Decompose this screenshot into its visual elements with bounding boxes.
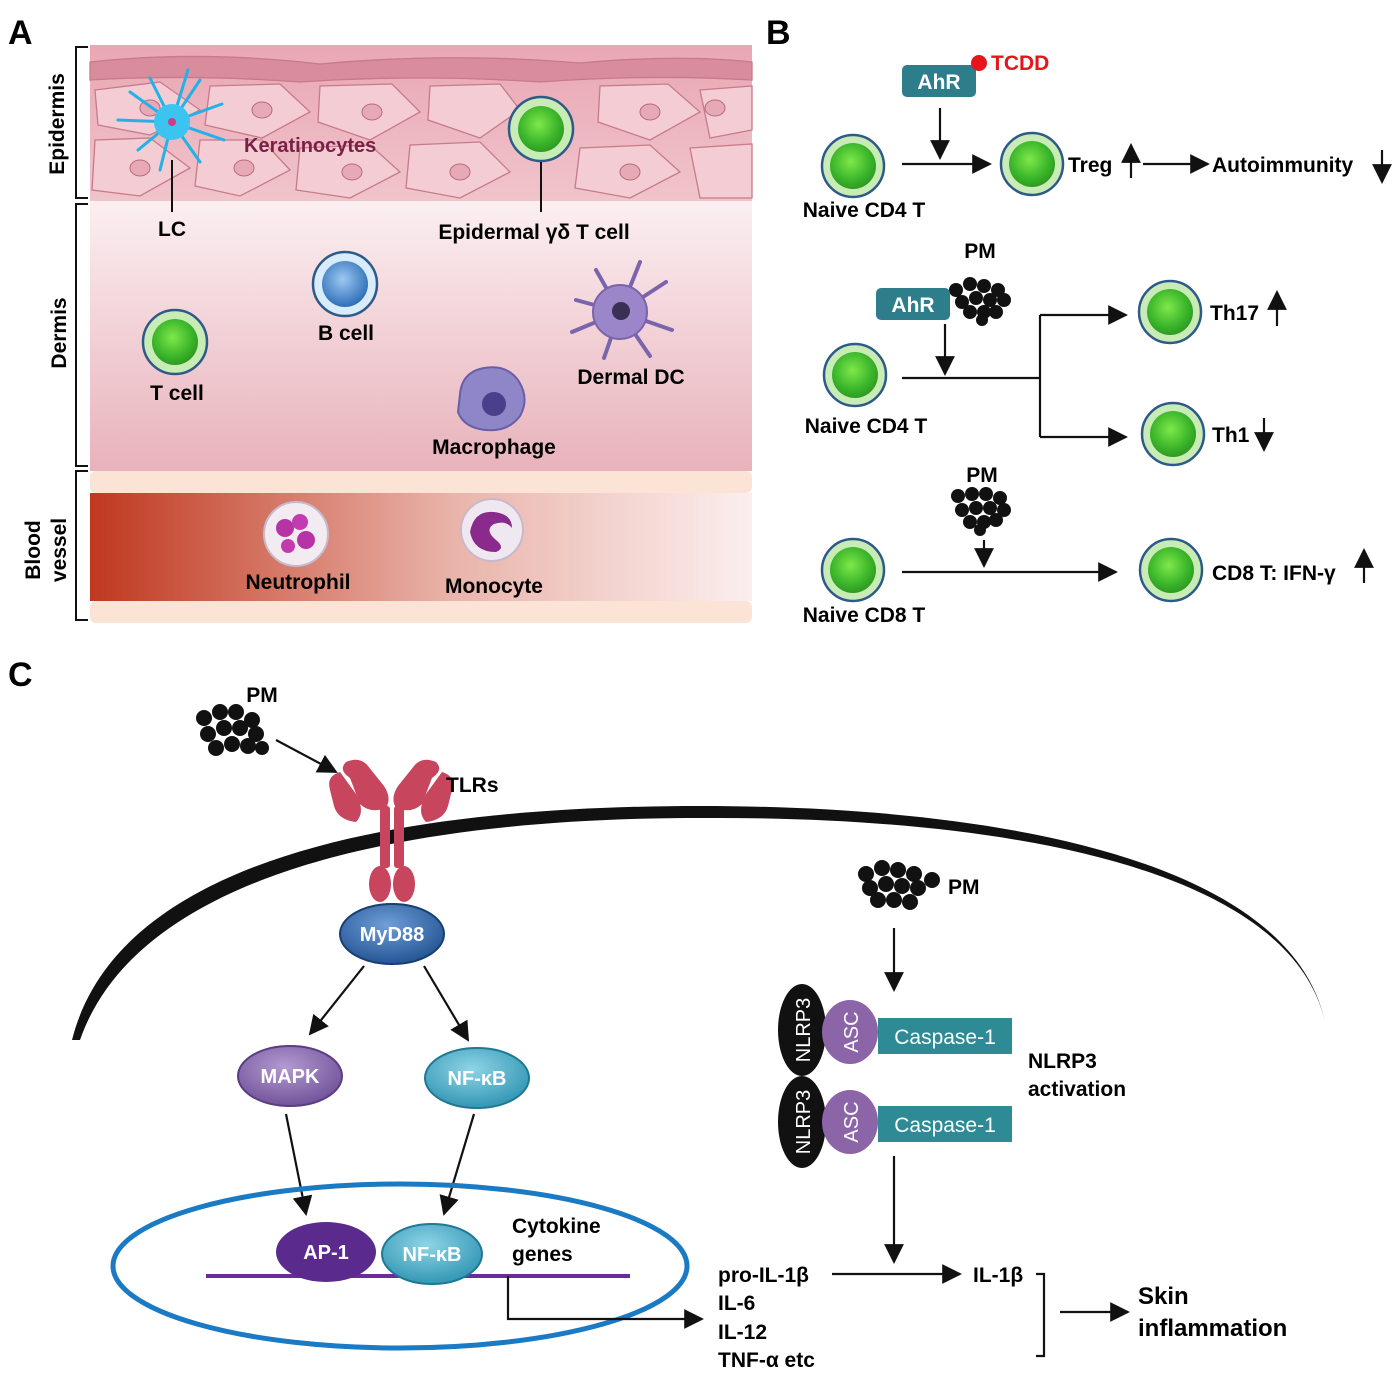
ahr-box-row1 [902,65,976,97]
asc-node-1 [822,1000,878,1064]
label-tnfa: TNF-α etc [718,1349,815,1372]
naive-cd8-cell [820,537,886,603]
label-pm-nlrp3: PM [948,876,980,899]
monocyte-icon [460,498,524,562]
panel-letter-a: A [8,14,33,52]
cell-membrane [72,806,1325,1040]
label-ahr-row1: AhR [917,71,960,94]
panel-letter-c: C [8,656,33,694]
pm-particles-row2 [949,277,1011,326]
label-autoimmunity: Autoimmunity [1212,154,1353,177]
label-caspase-2: Caspase-1 [894,1114,996,1137]
label-tlrs: TLRs [446,774,499,797]
ahr-box-row2 [876,288,950,320]
langerhans-cell-icon [116,68,226,172]
label-monocyte: Monocyte [445,575,543,598]
label-t-cell: T cell [150,382,204,405]
label-dermal-dc: Dermal DC [577,366,684,389]
caspase-box-1 [878,1018,1012,1054]
lc-nucleus [168,118,176,126]
tlr-receptor-icon [329,759,453,902]
label-nlrp3-2: NLRP3 [793,1090,815,1154]
label-treg: Treg [1068,154,1112,177]
label-naive-cd8: Naive CD8 T [803,604,926,627]
pm-particles-nlrp3 [858,860,940,910]
label-inflammation: inflammation [1138,1315,1287,1342]
label-b-cell: B cell [318,322,374,345]
label-blood: Blood [22,520,45,579]
blood-bracket [75,470,88,621]
label-nfkb: NF-κB [448,1068,507,1090]
pm-particles-tlr [196,704,269,756]
label-nlrp3-activation-2: activation [1028,1078,1126,1101]
label-il6: IL-6 [718,1292,755,1315]
label-naive-cd4-row2: Naive CD4 T [805,415,928,438]
label-cytokine: Cytokine [512,1215,601,1238]
label-asc-1: ASC [841,1011,863,1052]
label-nfkb-nucleus: NF-κB [403,1244,462,1266]
cd8-effector-cell [1138,537,1204,603]
nucleus [110,1181,690,1351]
nfkb-nucleus-node [381,1223,483,1285]
label-vessel: vessel [48,518,71,582]
label-cd8-ifn: CD8 T: IFN-γ [1212,562,1336,585]
bracket-right [1036,1272,1046,1358]
nlrp3-node-1 [778,984,826,1076]
label-naive-cd4-row1: Naive CD4 T [803,199,926,222]
label-pm-row2: PM [964,240,996,263]
label-nlrp3-activation-1: NLRP3 [1028,1050,1097,1073]
label-nlrp3-1: NLRP3 [793,998,815,1062]
naive-cd4-cell-row2 [822,342,888,408]
label-ahr-row2: AhR [891,294,934,317]
label-th17: Th17 [1210,302,1259,325]
neutrophil-icon [263,501,329,567]
label-mapk: MAPK [261,1066,320,1088]
dermis-bracket [75,203,88,467]
label-caspase-1: Caspase-1 [894,1026,996,1049]
label-ap1: AP-1 [303,1242,349,1264]
label-lc: LC [158,218,186,241]
panel-letter-b: B [766,14,791,52]
th17-cell [1137,279,1203,345]
blood-vessel-lumen [90,493,752,601]
ap1-node [276,1222,376,1282]
tcdd-dot [971,55,987,71]
pm-particles-row3 [951,487,1011,536]
nfkb-node [424,1047,530,1109]
label-asc-2: ASC [841,1101,863,1142]
macrophage-icon [456,366,526,432]
dermal-dc-icon [570,260,674,360]
caspase-box-2 [878,1106,1012,1142]
vessel-wall-bottom [90,601,752,623]
label-th1: Th1 [1212,424,1250,447]
label-macrophage: Macrophage [432,436,556,459]
myd88-node [339,903,445,965]
label-tcdd: TCDD [991,52,1049,75]
vessel-wall-top [90,471,752,493]
naive-cd4-cell-row1 [820,133,886,199]
label-epidermis: Epidermis [46,73,69,175]
label-dermis: Dermis [48,297,71,368]
label-pm-tlr: PM [246,684,278,707]
label-skin: Skin [1138,1283,1189,1310]
label-il12: IL-12 [718,1321,767,1344]
label-pro-il1b: pro-IL-1β [718,1264,809,1287]
th1-cell [1140,401,1206,467]
nlrp3-node-2 [778,1076,826,1168]
treg-cell [999,131,1065,197]
asc-node-2 [822,1090,878,1154]
label-neutrophil: Neutrophil [246,571,351,594]
label-keratinocytes: Keratinocytes [244,135,376,157]
label-myd88: MyD88 [360,924,424,946]
epidermis-bracket [75,46,88,199]
label-il1b: IL-1β [973,1264,1023,1287]
label-gd-t-cell: Epidermal γδ T cell [438,221,629,244]
mapk-node [237,1045,343,1107]
label-pm-row3: PM [966,464,998,487]
label-genes: genes [512,1243,573,1266]
